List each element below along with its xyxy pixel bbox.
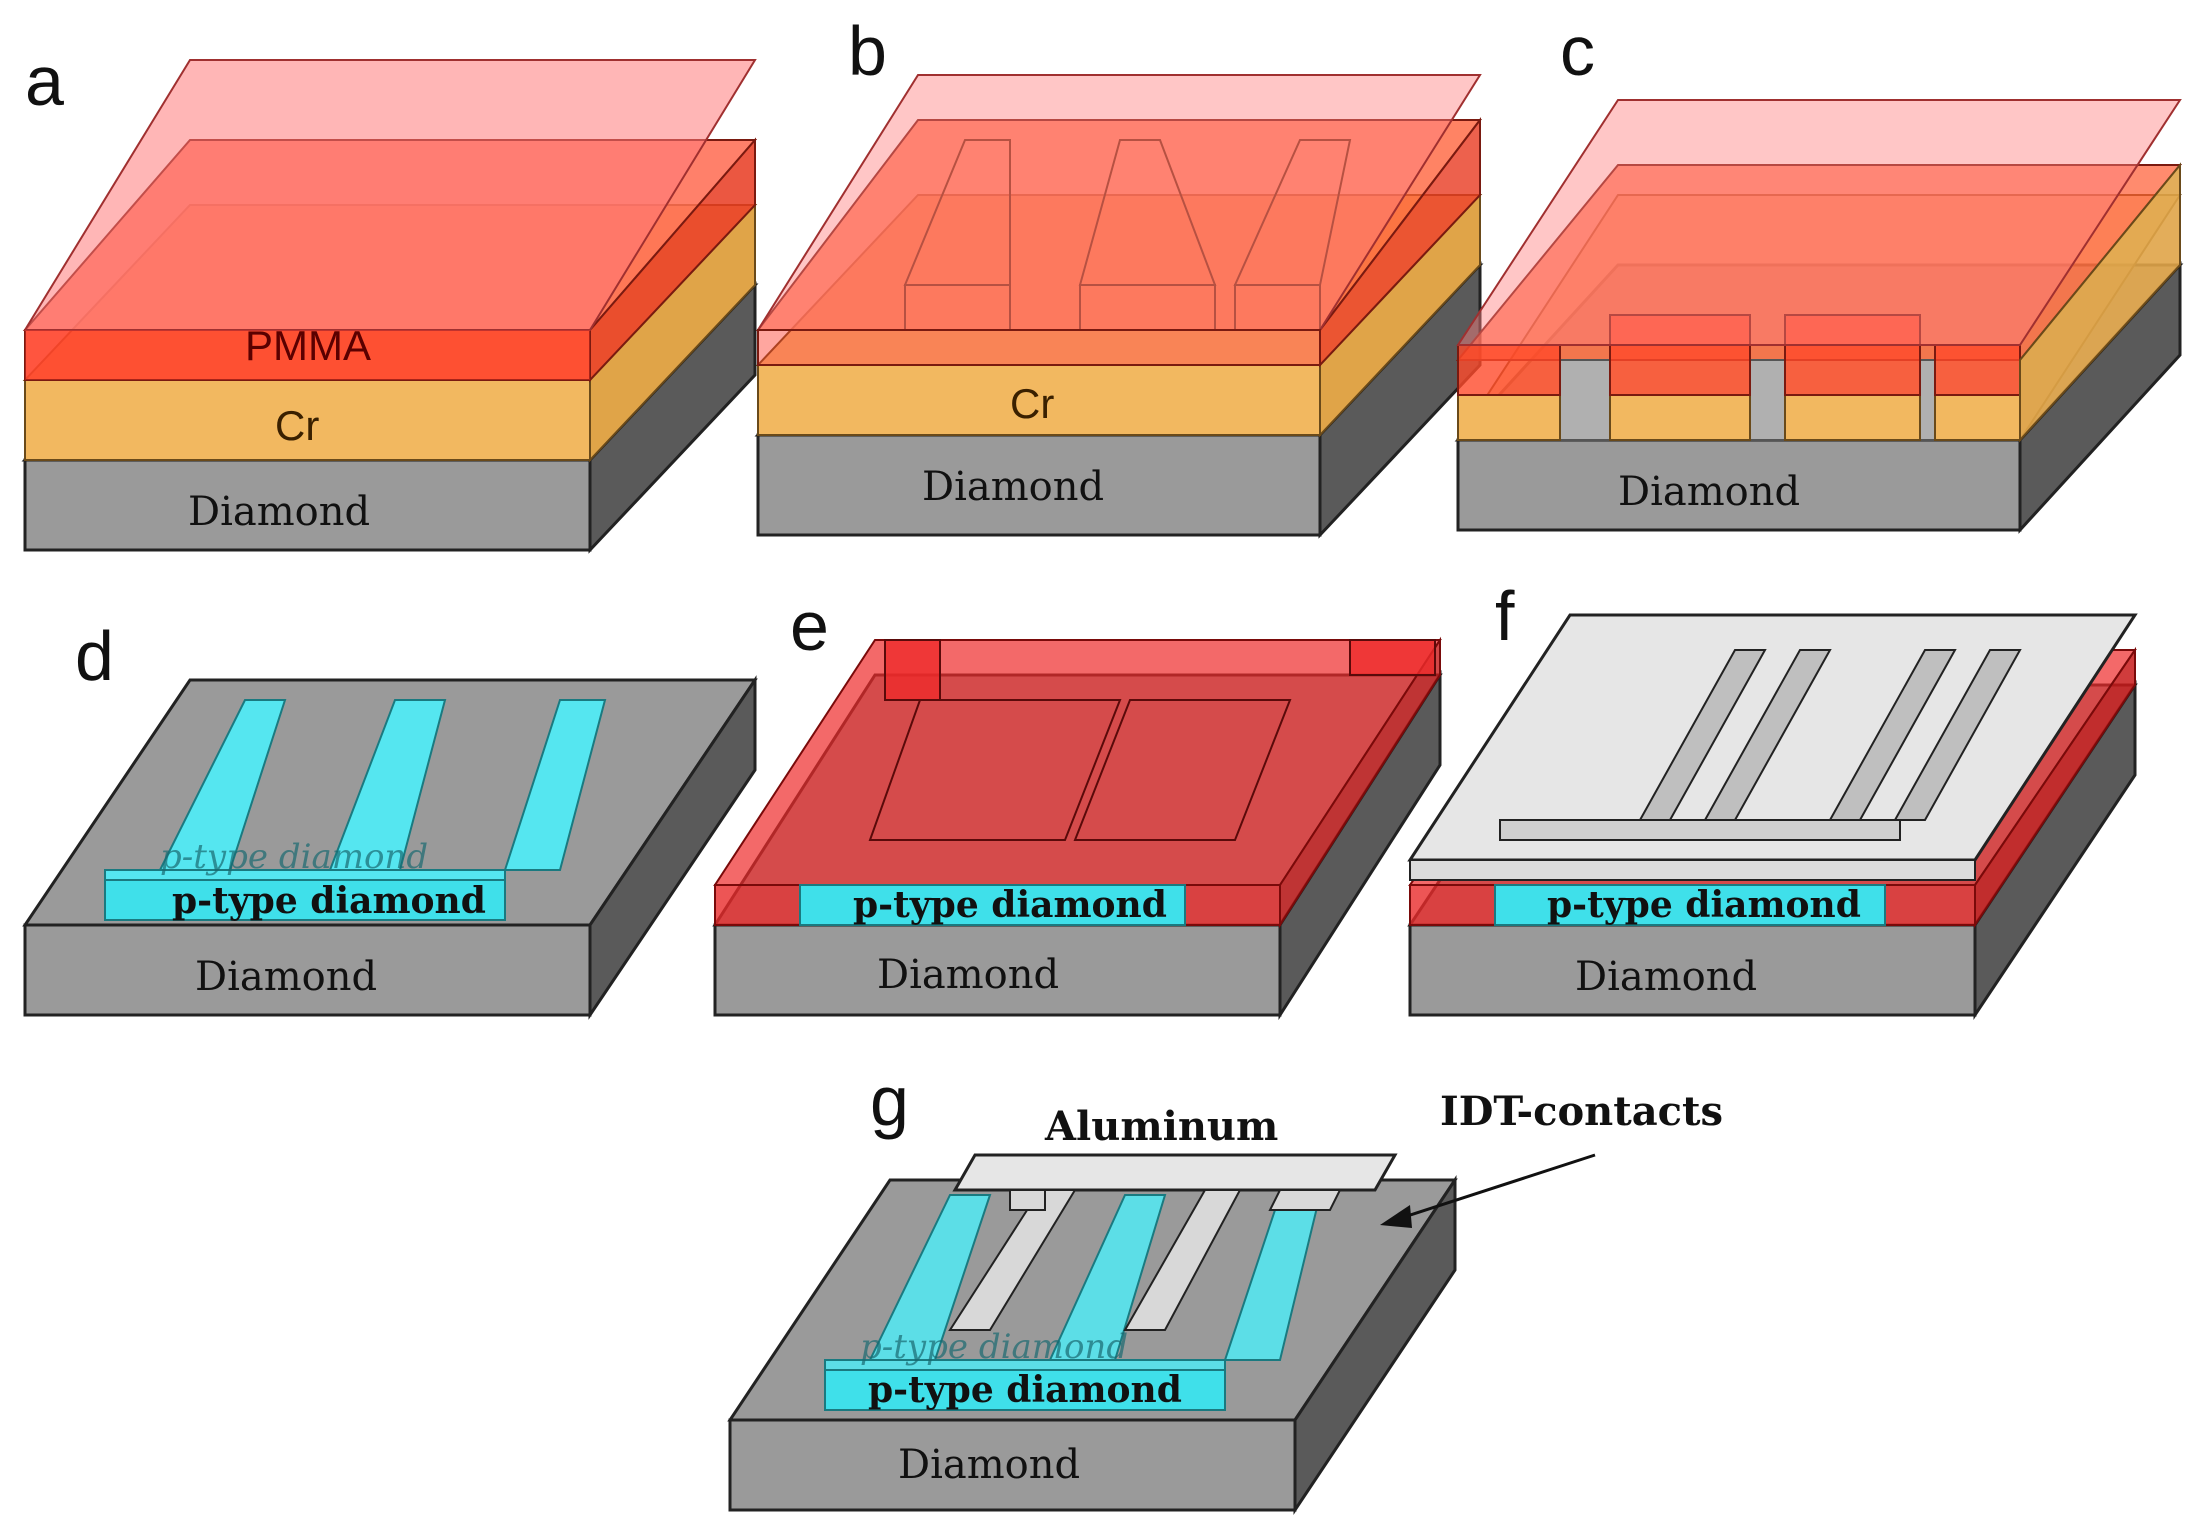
panel-f-ptype-front: p-type diamond	[1547, 884, 1861, 926]
panel-b: b Cr Diamond	[754, 12, 1484, 539]
panel-g-idt-label: IDT-contacts	[1440, 1088, 1723, 1135]
panel-e-letter: e	[790, 587, 829, 665]
panel-g: g Aluminum IDT-contacts p-type diamond p…	[727, 1062, 1723, 1515]
panel-f-substrate-label: Diamond	[1575, 954, 1757, 1000]
panel-d: d p-type diamond p-type diamond Diamond	[22, 617, 758, 1020]
panel-b-cr-label: Cr	[1010, 380, 1054, 427]
panel-d-substrate-label: Diamond	[195, 954, 377, 1000]
panel-c: c Diamond	[1454, 12, 2184, 534]
panel-c-letter: c	[1560, 12, 1595, 90]
panel-c-substrate-label: Diamond	[1618, 469, 1800, 515]
panel-g-ptype-front: p-type diamond	[868, 1369, 1182, 1411]
panel-g-substrate-label: Diamond	[898, 1442, 1080, 1488]
panel-a-cr-label: Cr	[275, 402, 319, 449]
panel-g-ptype-back: p-type diamond	[860, 1327, 1128, 1367]
panel-d-ptype-back: p-type diamond	[160, 837, 428, 877]
panel-g-aluminum-label: Aluminum	[1044, 1103, 1278, 1150]
panel-d-ptype-front: p-type diamond	[172, 880, 486, 922]
panel-e-substrate-label: Diamond	[877, 952, 1059, 998]
panel-a: a PMMA Cr Diamond	[21, 42, 759, 554]
idt-arrowhead	[1380, 1205, 1412, 1228]
panel-e: e p-type diamond Diamond	[712, 587, 1443, 1021]
panel-b-letter: b	[848, 12, 887, 90]
panel-a-letter: a	[25, 42, 64, 120]
panel-a-pmma-label: PMMA	[245, 322, 371, 369]
panel-a-substrate-label: Diamond	[188, 489, 370, 535]
panel-d-letter: d	[75, 617, 114, 695]
panel-f-letter: f	[1495, 577, 1515, 655]
panel-f: f p-type diamond Diamond	[1407, 577, 2138, 1020]
idt-arrow	[1394, 1153, 1596, 1222]
panel-g-letter: g	[870, 1062, 909, 1140]
panel-b-substrate-label: Diamond	[922, 464, 1104, 510]
panel-e-ptype-front: p-type diamond	[853, 884, 1167, 926]
